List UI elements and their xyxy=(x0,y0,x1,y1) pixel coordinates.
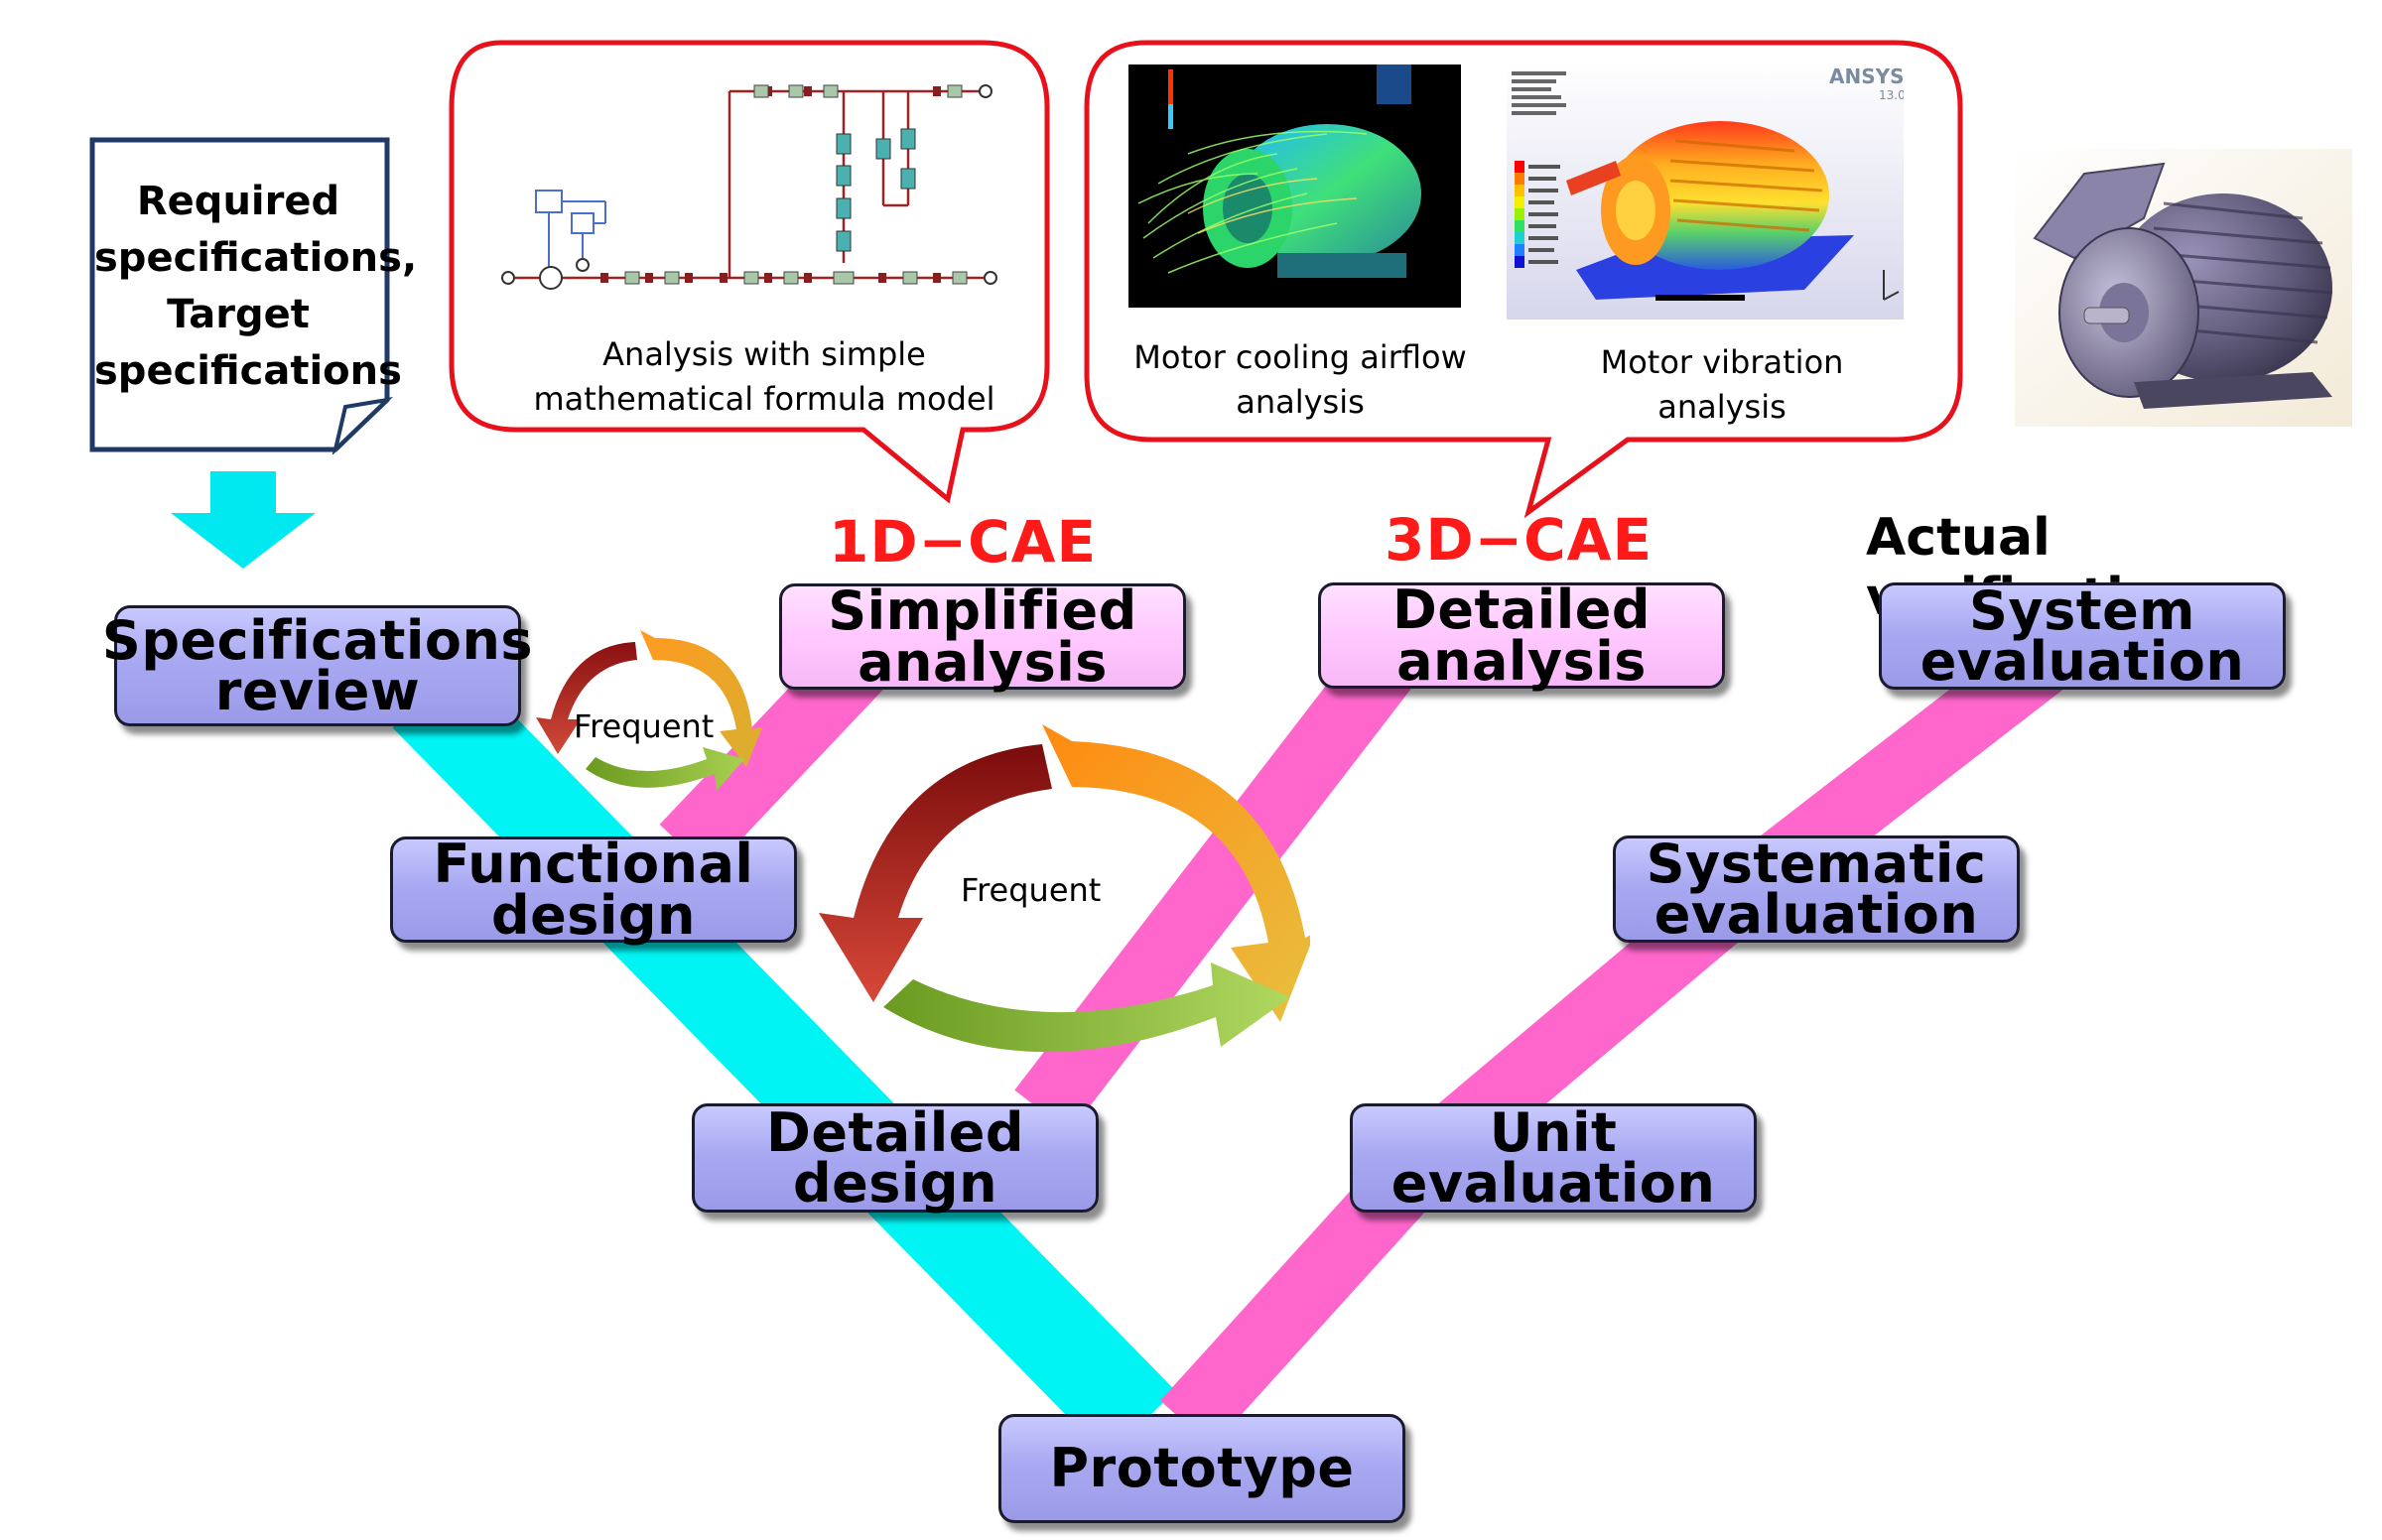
vibration-caption-line-1: Motor vibration xyxy=(1600,343,1844,381)
functional-design-line-1: Functional xyxy=(433,833,754,896)
spec-review-line-1: Specifications xyxy=(101,608,534,672)
vibration-caption: Motor vibration analysis xyxy=(1533,340,1911,430)
large-cycle-arrows-icon xyxy=(819,724,1310,1053)
detailed-analysis-line-2: analysis xyxy=(1396,629,1647,693)
prototype-label: Prototype xyxy=(1049,1437,1355,1500)
small-cycle-arrows-icon xyxy=(536,630,762,791)
ansys-logo: ANSYS xyxy=(1829,64,1904,88)
required-specs-text: Required specifications, Target specific… xyxy=(94,174,418,400)
large-cycle-label: Frequent xyxy=(961,871,1102,909)
functional-design-to-simplified-path xyxy=(659,635,889,873)
1d-cae-heading: 1D−CAE xyxy=(829,508,1098,576)
note-line-3: Target xyxy=(167,292,310,337)
airflow-simulation-image xyxy=(1128,64,1461,308)
circuit-caption-line-1: Analysis with simple xyxy=(602,335,926,373)
airflow-caption-line-2: analysis xyxy=(1236,382,1365,421)
spec-review-line-2: review xyxy=(214,660,421,722)
systematic-evaluation-line-2: evaluation xyxy=(1654,883,1979,946)
system-evaluation-line-1: System xyxy=(1969,578,2195,642)
detailed-design-line-2: design xyxy=(792,1152,998,1215)
unit-evaluation-line-2: evaluation xyxy=(1390,1152,1716,1215)
callout-1d-bubble xyxy=(449,40,1050,504)
functional-design-line-2: design xyxy=(490,883,696,947)
3d-cae-heading: 3D−CAE xyxy=(1385,506,1654,574)
airflow-caption: Motor cooling airflow analysis xyxy=(1112,335,1489,425)
detailed-analysis-line-1: Detailed xyxy=(1392,578,1651,642)
circuit-caption: Analysis with simple mathematical formul… xyxy=(516,332,1012,422)
simplified-analysis-line-1: Simplified xyxy=(828,579,1137,643)
prototype-box: Prototype xyxy=(998,1414,1405,1523)
down-arrow-icon xyxy=(171,471,316,569)
required-specs-note xyxy=(89,137,394,454)
circuit-schematic xyxy=(501,84,997,290)
unit-evaluation-line-1: Unit xyxy=(1489,1100,1618,1164)
vibration-caption-line-2: analysis xyxy=(1657,387,1786,426)
system-evaluation-line-2: evaluation xyxy=(1919,630,2245,693)
electric-motor-photo xyxy=(2015,149,2352,427)
note-line-1: Required xyxy=(136,179,340,224)
note-line-2: specifications, xyxy=(94,235,418,281)
systematic-evaluation-line-1: Systematic xyxy=(1646,832,1987,895)
circuit-caption-line-2: mathematical formula model xyxy=(533,379,995,418)
simplified-analysis-line-2: analysis xyxy=(858,630,1108,694)
detailed-design-line-1: Detailed xyxy=(766,1100,1024,1164)
note-line-4: specifications xyxy=(94,348,402,394)
airflow-caption-line-1: Motor cooling airflow xyxy=(1133,338,1467,376)
vibration-simulation-image: ANSYS 13.0 xyxy=(1507,62,1904,320)
design-path-cyan xyxy=(392,661,1176,1458)
small-cycle-label: Frequent xyxy=(574,707,715,745)
ansys-version: 13.0 xyxy=(1879,88,1904,102)
